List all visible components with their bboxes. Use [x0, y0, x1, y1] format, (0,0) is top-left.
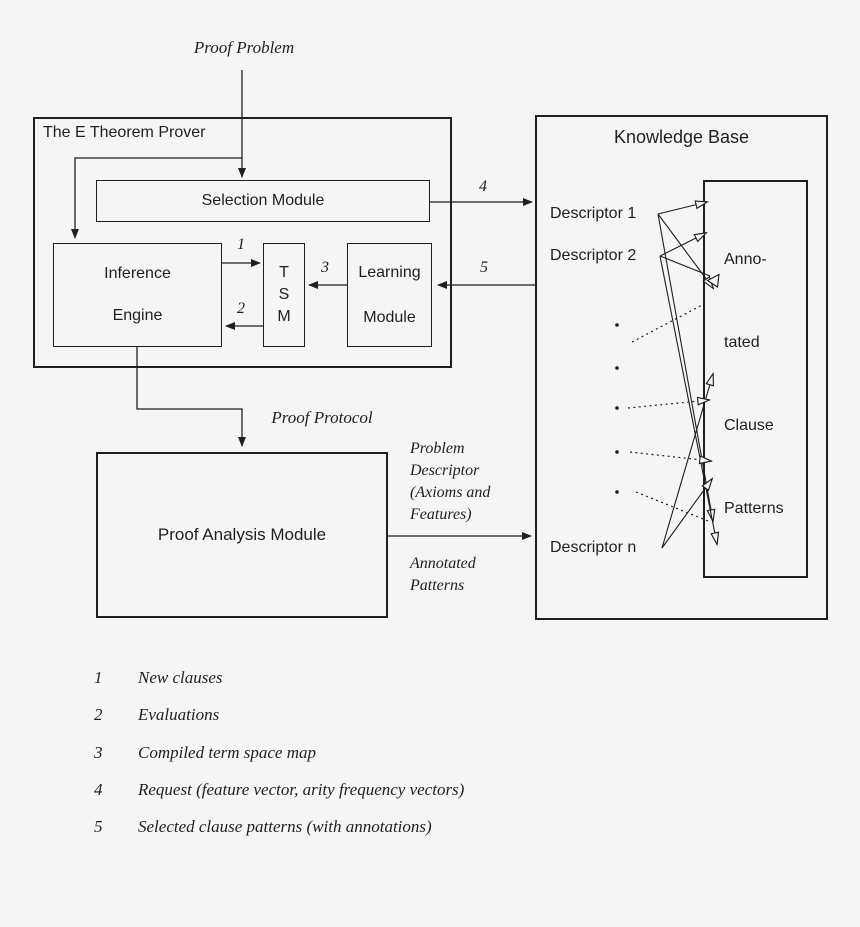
legend-text-5: Selected clause patterns (with annotatio…	[138, 817, 432, 836]
arrow-number-2: 2	[237, 300, 245, 317]
legend-text-1: New clauses	[138, 668, 223, 687]
legend-num-2: 2	[94, 705, 103, 724]
arrow-number-5: 5	[480, 259, 488, 276]
annotated-patterns-label: Annotated Patterns	[410, 553, 476, 597]
learning-module-line1: Learning	[358, 264, 421, 281]
problem-descriptor-line1: Problem	[410, 440, 465, 457]
legend-row-2: 2 Evaluations	[0, 705, 860, 727]
learning-module-line2: Module	[363, 309, 416, 326]
tsm-letter-s: S	[278, 286, 290, 303]
patterns-box-line3: Clause	[724, 417, 774, 434]
legend-num-5: 5	[94, 817, 103, 836]
legend-num-3: 3	[94, 743, 103, 762]
tsm-box: T S M	[263, 243, 305, 347]
inference-engine-line1: Inference	[104, 265, 171, 282]
annotated-clause-patterns-box: Anno- tated Clause Patterns	[703, 180, 808, 578]
proof-problem-label: Proof Problem	[193, 38, 295, 57]
patterns-box-line1: Anno-	[724, 251, 767, 268]
learning-module-box: Learning Module	[347, 243, 432, 347]
inference-engine-line2: Engine	[112, 307, 163, 324]
patterns-box-line2: tated	[724, 334, 760, 351]
legend-num-1: 1	[94, 668, 103, 687]
legend-text-2: Evaluations	[138, 705, 220, 724]
inference-engine-box: Inference Engine	[53, 243, 222, 347]
annotated-patterns-line2: Patterns	[410, 577, 465, 594]
legend-row-3: 3 Compiled term space map	[0, 743, 860, 765]
legend-num-4: 4	[94, 780, 103, 799]
problem-descriptor-line2: Descriptor	[410, 462, 480, 479]
problem-descriptor-label: Problem Descriptor (Axioms and Features)	[410, 438, 490, 526]
arrow-number-1: 1	[237, 236, 245, 253]
annotated-patterns-line1: Annotated	[410, 555, 476, 572]
knowledge-base-title: Knowledge Base	[613, 127, 750, 147]
descriptor-1-label: Descriptor 1	[550, 205, 637, 222]
legend-row-5: 5 Selected clause patterns (with annotat…	[0, 817, 860, 839]
proof-protocol-label: Proof Protocol	[271, 408, 373, 427]
descriptor-2-label: Descriptor 2	[550, 247, 637, 264]
knowledge-base-box: Knowledge Base	[535, 115, 828, 620]
legend-row-1: 1 New clauses	[0, 668, 860, 690]
legend-row-4: 4 Request (feature vector, arity frequen…	[0, 780, 860, 802]
descriptor-n-label: Descriptor n	[550, 539, 637, 556]
arrow-number-4: 4	[479, 178, 487, 195]
proof-analysis-module-box: Proof Analysis Module	[96, 452, 388, 618]
legend-text-3: Compiled term space map	[138, 743, 317, 762]
patterns-box-line4: Patterns	[724, 500, 784, 517]
problem-descriptor-line3: (Axioms and	[410, 484, 491, 501]
e-theorem-prover-title: The E Theorem Prover	[43, 124, 206, 141]
tsm-letter-t: T	[279, 264, 289, 281]
arrow-number-3: 3	[321, 259, 329, 276]
selection-module-box: Selection Module	[96, 180, 430, 222]
legend-text-4: Request (feature vector, arity frequency…	[138, 780, 465, 799]
problem-descriptor-line4: Features)	[410, 506, 472, 523]
tsm-letter-m: M	[277, 308, 291, 325]
